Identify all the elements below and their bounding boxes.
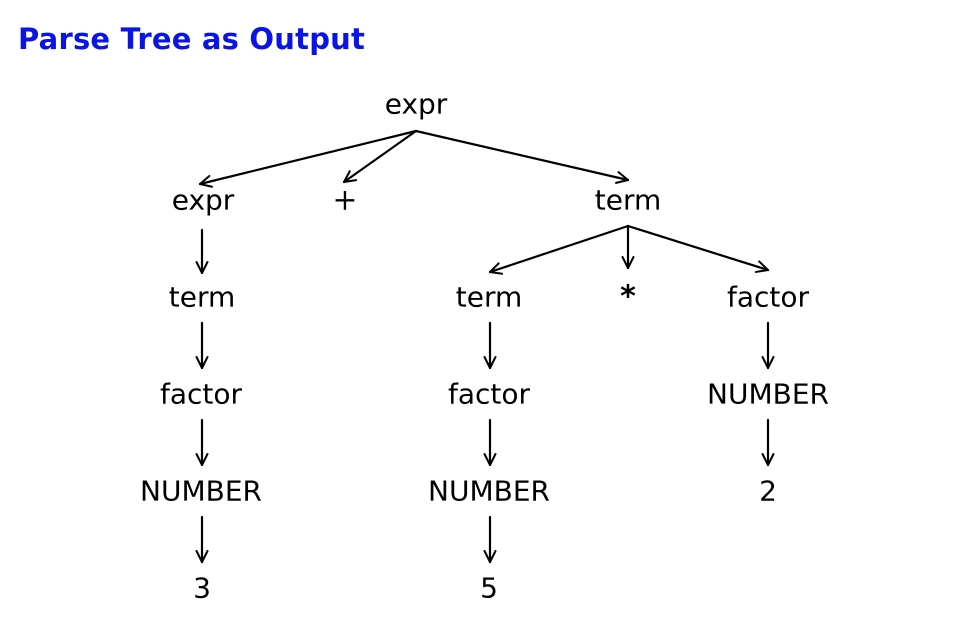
tree-node-factor-mid: factor	[448, 378, 531, 411]
slide-title: Parse Tree as Output	[18, 22, 366, 56]
tree-node-factor-right: factor	[727, 281, 810, 314]
tree-node-five: 5	[480, 572, 498, 605]
tree-edge-term-right-to-term-mid	[488, 224, 630, 275]
tree-node-number-mid: NUMBER	[428, 475, 550, 508]
tree-node-factor-left: factor	[160, 378, 243, 411]
tree-edges	[195, 129, 775, 564]
tree-node-number-right: NUMBER	[707, 378, 829, 411]
tree-edge-expr-root-to-term-right	[414, 129, 630, 184]
tree-node-number-left: NUMBER	[140, 475, 262, 508]
tree-node-three: 3	[193, 572, 211, 605]
tree-node-star: *	[620, 280, 636, 315]
tree-node-expr-root: expr	[385, 88, 448, 121]
tree-edge-expr-root-to-plus	[342, 129, 418, 184]
tree-edge-expr-root-to-expr-left	[198, 129, 418, 188]
tree-edge-term-right-to-factor-right	[626, 224, 770, 273]
tree-node-term-mid: term	[456, 281, 523, 314]
tree-node-term-right: term	[595, 184, 662, 217]
tree-node-term-left: term	[169, 281, 236, 314]
tree-nodes: exprexpr+termtermfactorNUMBER3term*facto…	[140, 88, 829, 605]
tree-node-expr-left: expr	[172, 184, 235, 217]
tree-node-two: 2	[759, 475, 777, 508]
tree-node-plus: +	[332, 183, 357, 218]
